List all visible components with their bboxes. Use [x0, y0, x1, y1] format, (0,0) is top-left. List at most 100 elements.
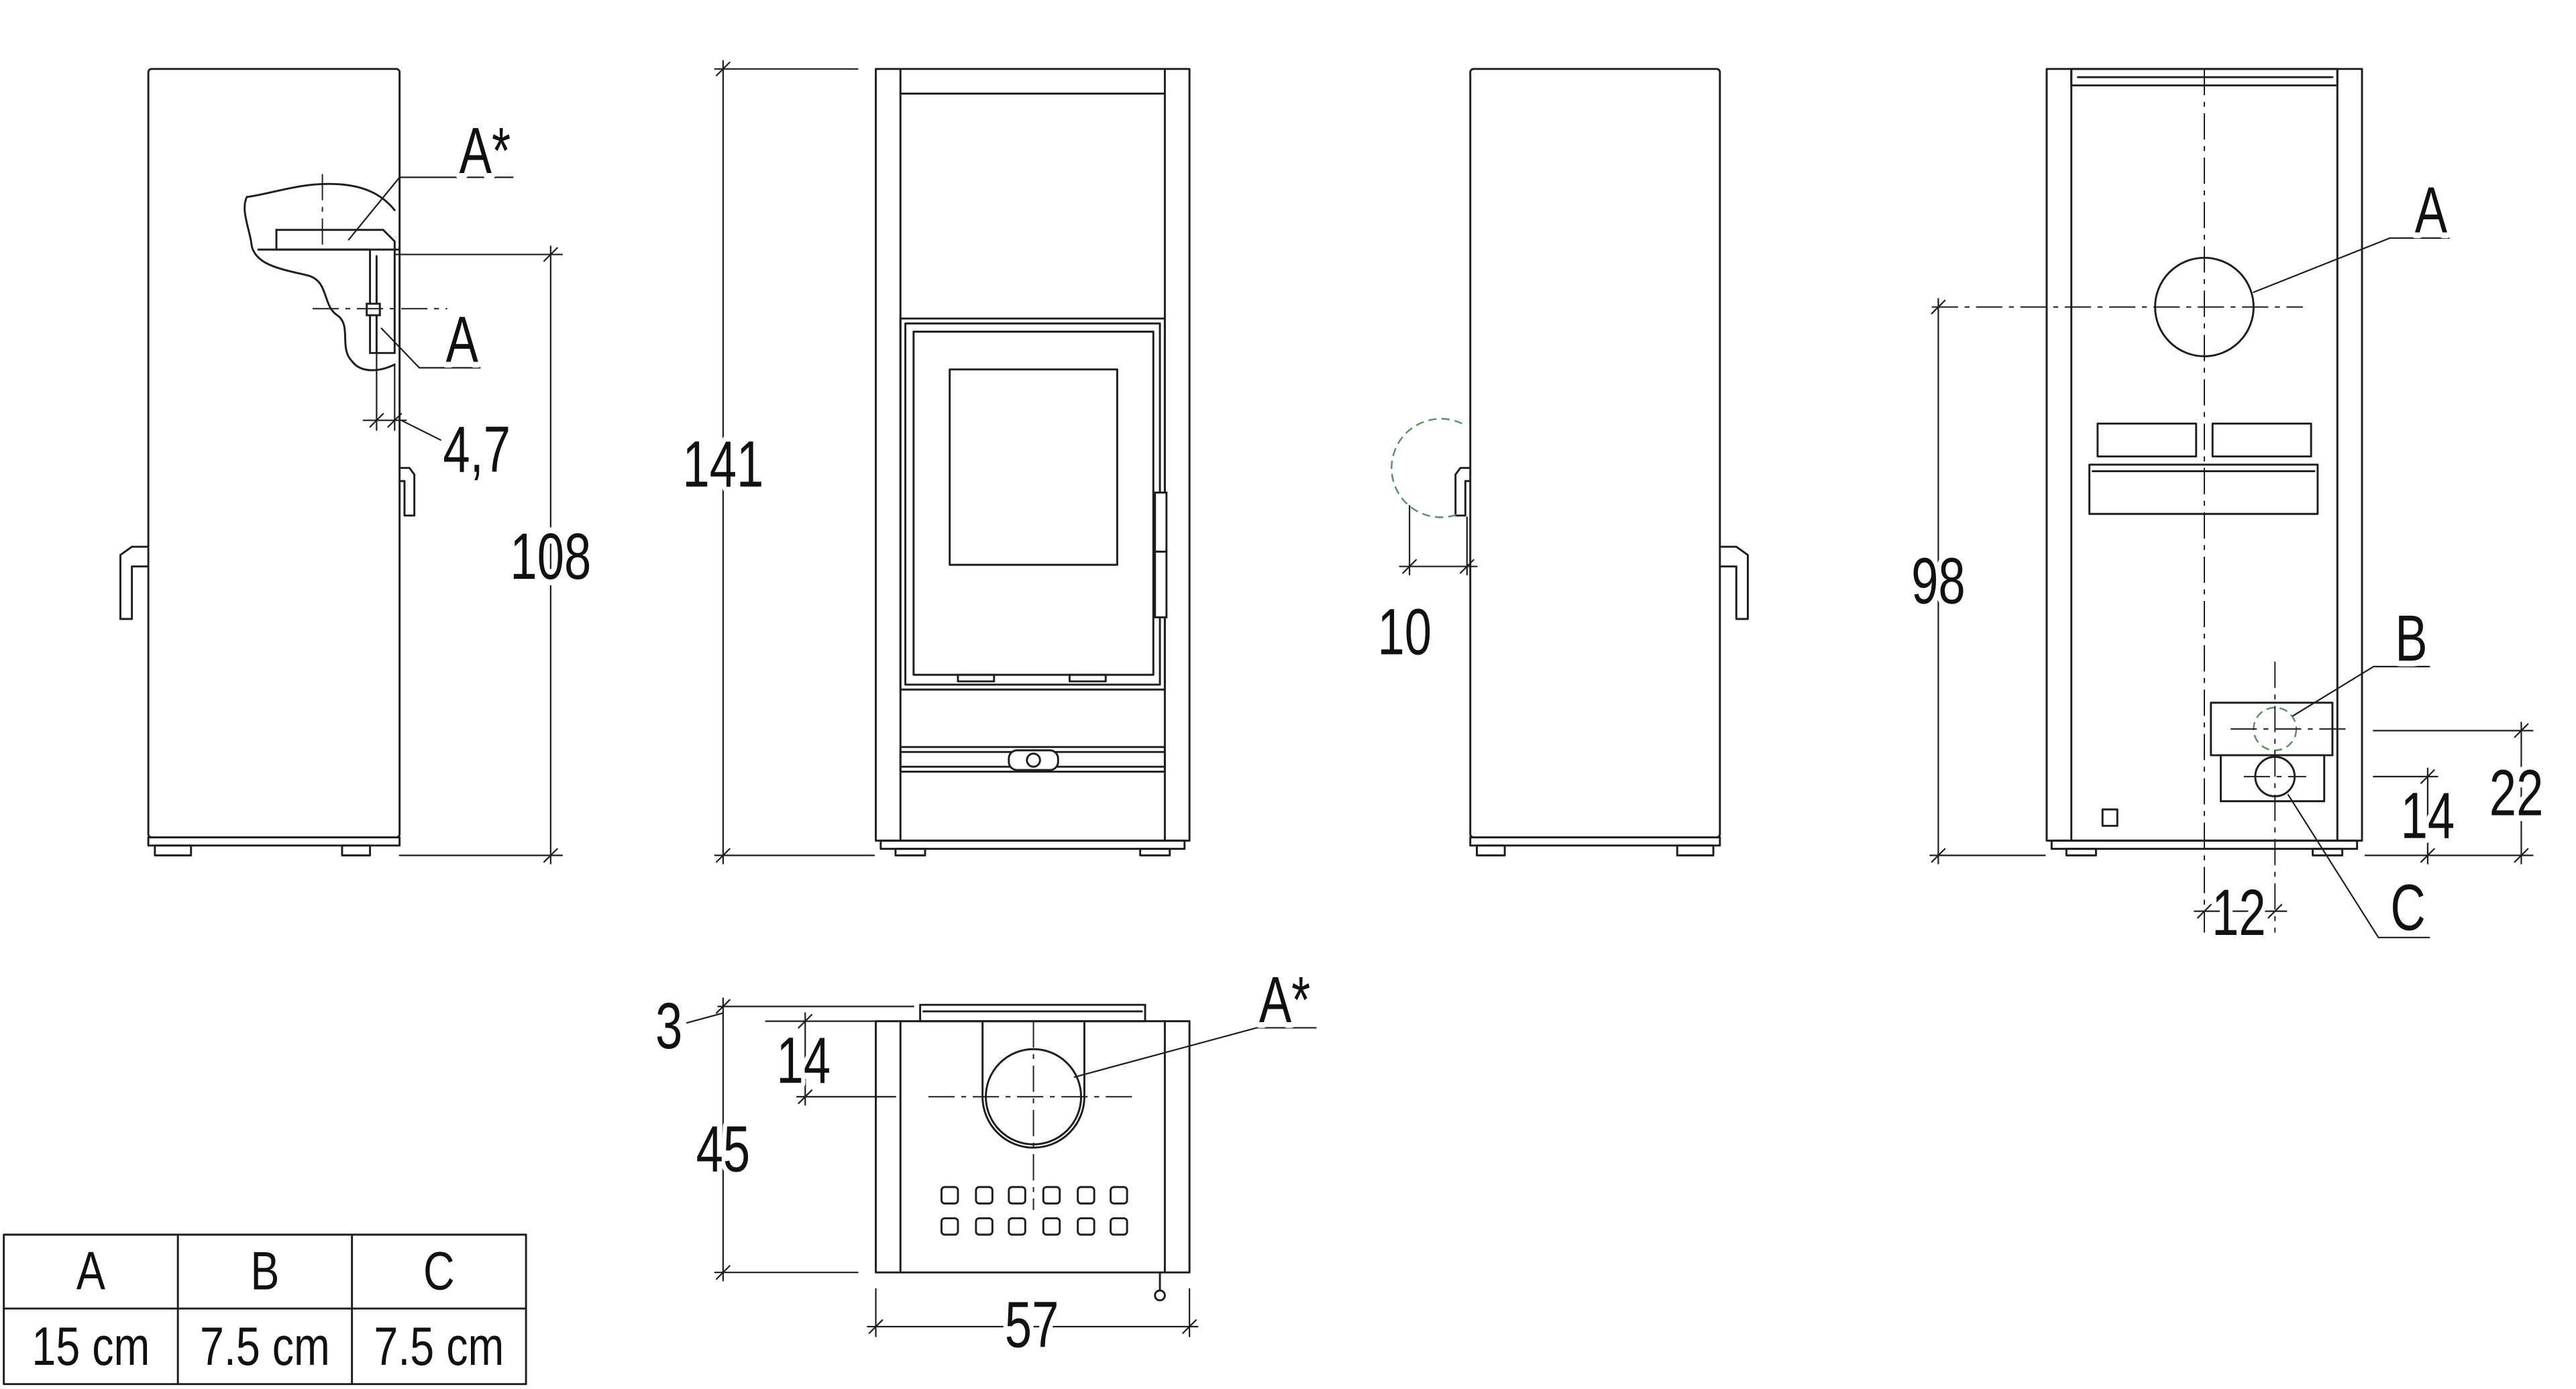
- foot-rear: [1476, 844, 1506, 856]
- cutaway-outline: [244, 182, 396, 372]
- leader-line: [686, 1012, 724, 1024]
- dimension-ticks: [2197, 903, 2283, 919]
- side-handle-large: [1719, 545, 1749, 620]
- drawer-knob: [1008, 749, 1059, 771]
- stove-body-front: [875, 68, 1191, 842]
- control-button: [941, 1186, 959, 1205]
- leader-line: [380, 327, 421, 369]
- dim-value-10: 10: [1378, 596, 1432, 669]
- dim-flue-offset-top: 14: [771, 1012, 897, 1106]
- dim-value-108: 108: [510, 520, 591, 593]
- leader-b-rear: B: [2292, 597, 2432, 717]
- leader-line: [2287, 793, 2379, 938]
- dimension-ticks: [543, 247, 558, 863]
- door-knob: [1154, 1289, 1166, 1302]
- dim-value-141: 141: [682, 428, 763, 501]
- table-header-c: C: [423, 1240, 455, 1301]
- leader-a-star-top: A*: [1073, 958, 1317, 1078]
- dim-total-height: 141: [678, 60, 875, 865]
- dim-value-4-7: 4,7: [443, 413, 511, 486]
- foot-front: [154, 844, 193, 856]
- dim-value-3: 3: [655, 989, 682, 1062]
- base-plinth: [147, 836, 401, 847]
- side-handle-small: [1454, 467, 1472, 517]
- foot-rear: [341, 844, 372, 856]
- dimension-ticks: [715, 61, 731, 863]
- connection-size-table: A B C 15 cm 7.5 cm 7.5 cm: [3, 1233, 527, 1386]
- leader-line: [2253, 237, 2391, 293]
- stove-body-side: [147, 68, 401, 838]
- dim-handle-clearance: 10: [1373, 504, 1478, 673]
- dim-value-14-top: 14: [777, 1024, 831, 1097]
- drawer-knob-center: [1026, 753, 1041, 768]
- label-a: A: [446, 303, 479, 376]
- rear-panel-opening: [2088, 463, 2319, 515]
- control-button: [1042, 1186, 1061, 1205]
- base-plinth: [879, 839, 1186, 850]
- foot-front: [1676, 844, 1715, 856]
- leader-line: [2292, 665, 2375, 717]
- foot-left: [894, 848, 926, 856]
- table-header-a: A: [76, 1240, 105, 1301]
- dim-value-45: 45: [696, 1113, 751, 1186]
- outlet-box-c: [2219, 754, 2326, 803]
- control-button: [1008, 1186, 1026, 1205]
- door-hinge: [1154, 491, 1168, 618]
- right-side-view: 10: [1373, 68, 1749, 856]
- air-inlet-box-b: [2210, 702, 2334, 757]
- control-button: [1077, 1186, 1095, 1205]
- dim-width: 57: [867, 1284, 1199, 1366]
- dim-value-12: 12: [2212, 877, 2266, 950]
- dimension-ticks: [1402, 559, 1474, 574]
- control-button: [975, 1217, 994, 1236]
- dimension-ticks: [798, 1013, 813, 1105]
- flue-connector-square: [366, 302, 381, 317]
- dim-c-height: 14: [2373, 767, 2460, 865]
- handle-swing-arc: [1391, 418, 1463, 518]
- side-handle-large: [119, 545, 150, 620]
- door-glass-frame: [912, 331, 1155, 676]
- leader-a-side: A: [380, 298, 484, 382]
- stove-body-side: [1469, 68, 1721, 838]
- table-value-c: 7.5 cm: [374, 1316, 504, 1377]
- table-header-b: B: [250, 1240, 279, 1301]
- leader-line: [1073, 1027, 1258, 1078]
- control-button: [1008, 1217, 1026, 1236]
- dimension-ticks: [868, 1319, 1197, 1334]
- door-frame: [899, 317, 1166, 691]
- left-side-view: A* A 4,7 108: [119, 68, 596, 865]
- dimension-ticks: [369, 412, 402, 428]
- table-value-b: 7.5 cm: [200, 1316, 330, 1377]
- base-plinth: [1469, 836, 1721, 847]
- control-button-grid: [941, 1186, 1128, 1236]
- side-handle-small: [398, 467, 416, 517]
- dim-c-offset: 12: [2194, 871, 2288, 954]
- dim-value-98: 98: [1911, 545, 1966, 618]
- door-latch-right: [1068, 673, 1107, 683]
- label-a-star: A*: [460, 115, 511, 188]
- dimension-ticks: [1931, 299, 1946, 863]
- door-glass-window: [949, 368, 1118, 566]
- rear-flange: [919, 1003, 1146, 1023]
- foot-right: [1139, 848, 1171, 856]
- dimension-ticks: [2420, 769, 2435, 863]
- label-a-star: A*: [1259, 963, 1311, 1036]
- vent-right: [2211, 423, 2312, 458]
- control-button: [1110, 1217, 1128, 1236]
- foot-right: [2312, 848, 2344, 856]
- label-c: C: [2390, 871, 2425, 944]
- rating-plate: [2101, 808, 2118, 827]
- dim-depth: 45: [691, 997, 859, 1282]
- leader-a-rear: A: [2253, 168, 2453, 293]
- label-b: B: [2395, 602, 2427, 675]
- flue-outlet-a: [2154, 256, 2255, 357]
- dim-wall-offset: 4,7: [362, 352, 515, 492]
- ash-drawer-strip: [899, 746, 1166, 773]
- dimension-ticks: [715, 999, 731, 1280]
- control-button: [1077, 1217, 1095, 1236]
- dim-value-22: 22: [2489, 757, 2544, 830]
- control-button: [1042, 1217, 1061, 1236]
- base-plinth: [2050, 839, 2359, 850]
- dim-b-height: 22: [2364, 722, 2548, 865]
